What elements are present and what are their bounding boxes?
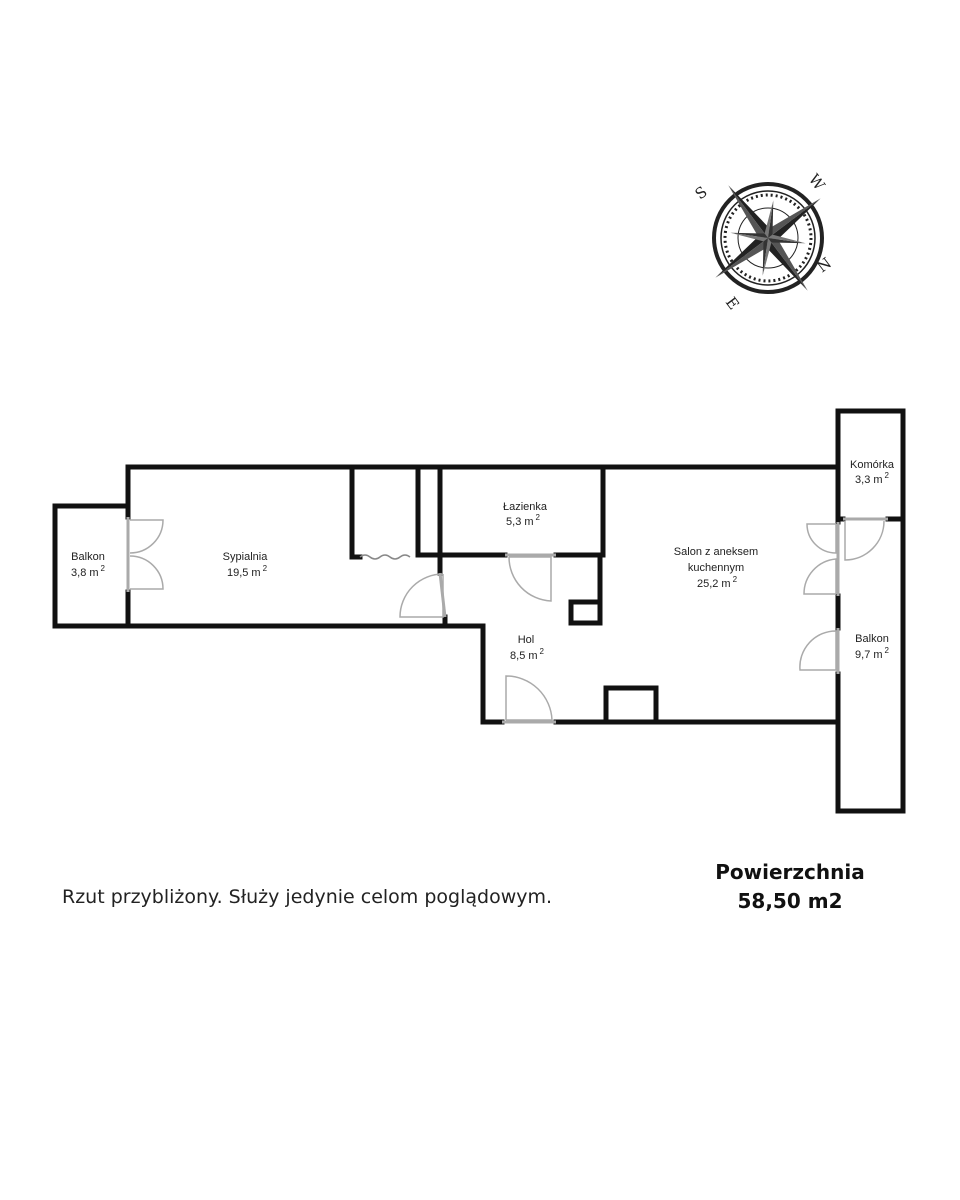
wall-wardrobe	[349, 464, 363, 560]
compass-letter-e: E	[722, 294, 743, 314]
svg-text:3,3 m2: 3,3 m2	[855, 471, 890, 486]
wall-kitchen-block	[568, 552, 603, 626]
wall-balkon-left	[52, 503, 131, 629]
door-lazienka	[508, 556, 552, 602]
door-entrance	[505, 675, 553, 721]
svg-text:kuchennym: kuchennym	[688, 562, 744, 574]
svg-text:Balkon: Balkon	[71, 551, 105, 563]
svg-text:Hol: Hol	[518, 634, 535, 646]
svg-text:8,5 m2: 8,5 m2	[510, 647, 545, 662]
svg-text:19,5 m2: 19,5 m2	[227, 564, 268, 579]
svg-text:Komórka: Komórka	[850, 459, 895, 471]
svg-text:Salon z aneksem: Salon z aneksem	[674, 546, 758, 558]
wall-sypialnia-top	[125, 464, 841, 520]
wall-hol-left	[480, 623, 505, 725]
wall-balkon-right	[835, 516, 906, 814]
door-balkon-right	[799, 630, 837, 671]
doors	[126, 517, 888, 724]
total-area: Powierzchnia 58,50 m2	[690, 858, 890, 916]
wall-sypialnia-left-bottom	[125, 589, 448, 629]
total-area-label: Powierzchnia	[715, 860, 865, 884]
compass-letter-w: W	[805, 171, 829, 195]
svg-text:5,3 m2: 5,3 m2	[506, 513, 541, 528]
door-salon-balkon	[803, 523, 837, 595]
svg-text:3,8 m2: 3,8 m2	[71, 564, 106, 579]
svg-text:Balkon: Balkon	[855, 633, 889, 645]
wall-pillar	[603, 685, 659, 725]
disclaimer-note: Rzut przybliżony. Służy jedynie celom po…	[62, 886, 553, 908]
door-komorka	[844, 520, 885, 561]
door-balkon-left	[129, 519, 164, 590]
wall-komorka	[835, 408, 906, 522]
svg-text:Sypialnia: Sypialnia	[223, 551, 269, 563]
total-area-value: 58,50 m2	[737, 889, 843, 913]
wall-wardrobe-2	[415, 464, 448, 558]
wardrobe-slider	[359, 554, 411, 560]
walls	[52, 408, 906, 814]
svg-text:25,2 m2: 25,2 m2	[697, 575, 738, 590]
door-corridor	[399, 573, 444, 618]
compass-letter-s: S	[692, 183, 711, 204]
compass-rose-icon: W N S E	[692, 171, 835, 314]
wall-lazienka-right	[553, 464, 606, 558]
svg-text:9,7 m2: 9,7 m2	[855, 646, 890, 661]
svg-text:Łazienka: Łazienka	[503, 501, 548, 513]
wall-corridor-b	[442, 614, 486, 629]
